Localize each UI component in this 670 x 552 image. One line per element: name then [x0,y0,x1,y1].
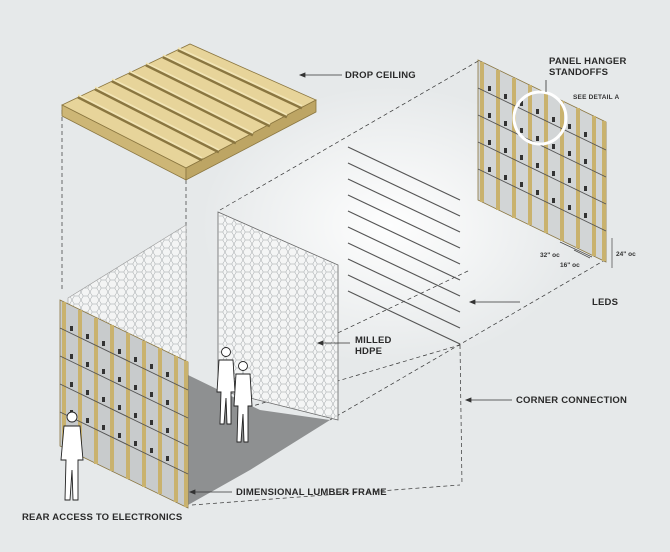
person-left [60,411,84,501]
person-room-2 [233,361,253,443]
label-lumber-frame: DIMENSIONAL LUMBER FRAME [236,487,387,498]
label-drop-ceiling: DROP CEILING [345,70,416,81]
dim-24-oc: 24" oc [616,251,636,258]
dim-32-oc: 32" oc [540,252,560,259]
person-silhouettes [60,347,253,501]
person-room-1 [216,347,236,425]
label-panel-hanger-1: PANEL HANGER [549,56,627,67]
drop-ceiling-frame [61,43,317,181]
label-see-detail-a: SEE DETAIL A [573,94,620,101]
panel-hanger-frame [477,59,607,263]
detail-a-circle [512,90,568,146]
dimensional-lumber-frame [59,299,189,509]
label-leaders [188,72,547,495]
label-milled-2: HDPE [355,346,383,357]
label-milled-1: MILLED [355,335,392,346]
led-strips [347,146,461,345]
milled-hdpe-panel [217,211,339,421]
dimension-lines [559,238,613,268]
label-rear-access: REAR ACCESS TO ELECTRONICS [22,512,183,523]
label-leds: LEDS [592,297,619,308]
label-corner-connection: CORNER CONNECTION [516,395,628,406]
dim-16-oc: 16" oc [560,262,580,269]
label-panel-hanger-2: STANDOFFS [549,67,609,78]
